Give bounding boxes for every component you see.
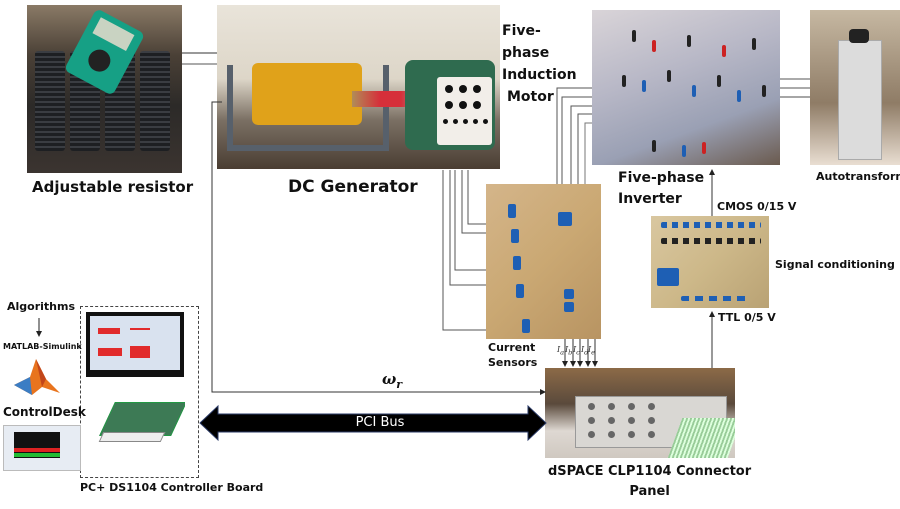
omega-subscript: r [396, 378, 403, 391]
inverter-label-line: Five-phase [618, 170, 705, 186]
pc-monitor-photo [86, 312, 184, 377]
signal-conditioning-label: Signal conditioning [775, 258, 895, 271]
connector-panel-label: dSPACE CLP1104 Connector Panel [548, 462, 751, 502]
motor-label-line: Five- [502, 23, 541, 39]
connector-panel-label-line: dSPACE CLP1104 Connector [548, 464, 752, 479]
signal-conditioning-photo [651, 216, 769, 308]
controldesk-screenshot [3, 425, 81, 471]
connector-panel-label-line: Panel [629, 484, 670, 499]
dc-generator-body [252, 63, 362, 125]
motor-label-line: phase [502, 45, 550, 61]
current-label-id: Id [581, 345, 589, 357]
ds1104-board-photo [95, 400, 185, 448]
pc-dashed-box [80, 306, 199, 478]
monitor-screen [90, 316, 180, 370]
resistor-unit [35, 51, 65, 151]
inverter-label: Five-phase Inverter [618, 168, 704, 210]
motor-label-line: Motor [507, 89, 554, 105]
motor-terminal-box [437, 77, 492, 145]
omega-symbol: ω [382, 370, 397, 388]
pcb [99, 402, 185, 436]
induction-motor-label: Five- phase Induction Motor [502, 20, 577, 108]
ttl-label: TTL 0/5 V [718, 311, 776, 324]
controldesk-label: ControlDesk [3, 405, 86, 419]
adjustable-resistor-label: Adjustable resistor [32, 178, 194, 196]
motor-phase-wire-d [461, 170, 486, 234]
inverter-wire-2 [561, 96, 592, 184]
motor-phase-wire-e [467, 170, 486, 225]
connector-panel-photo [545, 368, 735, 458]
algorithms-label: Algorithms [7, 300, 76, 313]
inverter-wire-4 [577, 113, 592, 184]
motor-phase-wire-c [454, 170, 486, 271]
motor-phase-wire-b [449, 170, 486, 286]
autotransformer-photo [810, 10, 900, 165]
current-sensors-label-line: Sensors [488, 356, 538, 369]
matlab-logo-icon [12, 357, 62, 399]
inverter-wire-5 [584, 122, 592, 184]
resistor-unit [140, 51, 170, 151]
current-label-ia: Ia [557, 345, 565, 357]
dc-generator-label: DC Generator [288, 177, 418, 197]
motor-label-line: Induction [502, 67, 577, 83]
matlab-label: MATLAB-Simulink [3, 342, 82, 351]
motor-phase-wire-a [442, 170, 486, 331]
adjustable-resistor-photo [27, 5, 182, 173]
autotransformer-cabinet [838, 29, 882, 160]
rotor-speed-label: ωr [382, 370, 402, 391]
five-phase-inverter-photo [592, 10, 780, 165]
current-label-ie: Ie [588, 345, 596, 357]
pci-bus-label: PCI Bus [355, 415, 405, 430]
board-connector [98, 432, 166, 442]
autotransformer-label: Autotransformer [816, 170, 900, 183]
current-sensors-photo [486, 184, 601, 339]
current-sensors-label-line: Current [488, 341, 536, 354]
current-sensors-label: Current Sensors [488, 340, 537, 370]
inverter-label-line: Inverter [618, 191, 682, 207]
cmos-label: CMOS 0/15 V [717, 200, 797, 213]
pc-board-label: PC+ DS1104 Controller Board [80, 481, 264, 494]
dc-generator-motor-photo [217, 5, 500, 169]
inverter-wire-3 [570, 105, 592, 184]
current-label-ib: Ib [565, 345, 573, 357]
current-label-ic: Ic [573, 345, 580, 357]
